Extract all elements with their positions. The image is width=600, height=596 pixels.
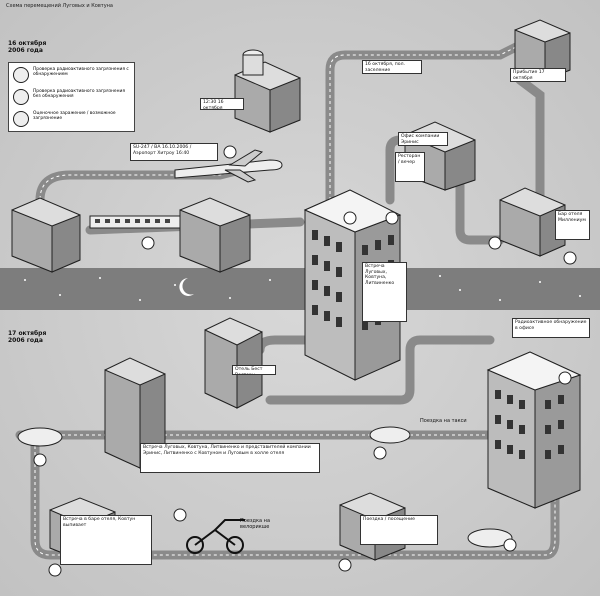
radiation-markers — [33, 145, 577, 577]
bottom-right-label: Поездка / посещение — [360, 515, 438, 545]
office-note-label: Офис компании Эринис — [398, 132, 448, 146]
airplane-icon — [174, 149, 283, 183]
airport-time-label: 12:30 16 октября — [200, 98, 244, 110]
restaurant-label: Ресторан / вечер — [395, 152, 425, 182]
moon-icon — [179, 278, 194, 296]
taxi-icons — [17, 426, 513, 548]
meeting-note-label: Встреча Луговых, Ковтуна, Литвиненко — [362, 262, 407, 322]
legend-text-2: Проверка радиоактивного загрязнения без … — [33, 89, 125, 100]
radiation-cross-icon — [13, 89, 29, 105]
date-label-day2: 17 октября 2006 года — [8, 330, 47, 344]
legend-panel: Проверка радиоактивного загрязнения с об… — [8, 62, 135, 132]
hotel-arrival-label: 16 октября, пол. заселение — [362, 60, 422, 74]
date-label-day1: 16 октября 2006 года — [8, 40, 47, 54]
office-building-windows — [495, 390, 564, 459]
diagram-title: Схема перемещений Луговых и Ковтуна — [6, 3, 113, 9]
night-band — [0, 268, 600, 310]
bottom-left-label: Встреча в баре отеля, Ковтун выпивает — [60, 515, 152, 565]
bar-note-label: Бар отеля Миллениум — [555, 210, 590, 240]
legend-row-2: Проверка радиоактивного загрязнения без … — [13, 87, 131, 105]
legend-row-3: Оценочное заражение / возможное загрязне… — [13, 109, 131, 127]
mid-hotel-label: Отель Бест Вестерн — [232, 365, 276, 375]
legend-text-3: Оценочное заражение / возможное загрязне… — [33, 111, 116, 122]
right-note-label: Радиоактивное обнаружение в офисе — [512, 318, 590, 338]
flight-label: SU-247 / BA 16.10.2006 / Аэропорт Хитроу… — [130, 143, 218, 161]
legend-text-1: Проверка радиоактивного загрязнения с об… — [33, 67, 129, 78]
hotel2-note-label: Прибытие 17 октября — [510, 68, 566, 82]
legend-row-1: Проверка радиоактивного загрязнения с об… — [13, 65, 131, 83]
taxi-label: Поездка на такси — [420, 418, 467, 424]
rickshaw-label: Поездка на велорикше — [240, 518, 271, 530]
star-field — [24, 275, 581, 301]
road-markings — [20, 44, 556, 556]
radiation-warning-icon — [13, 111, 29, 127]
train-icon — [89, 215, 181, 229]
rickshaw-icon — [186, 519, 245, 554]
main-meeting-label: Встреча Луговых, Ковтуна, Литвиненко и п… — [140, 443, 320, 473]
radiation-icon — [13, 67, 29, 83]
